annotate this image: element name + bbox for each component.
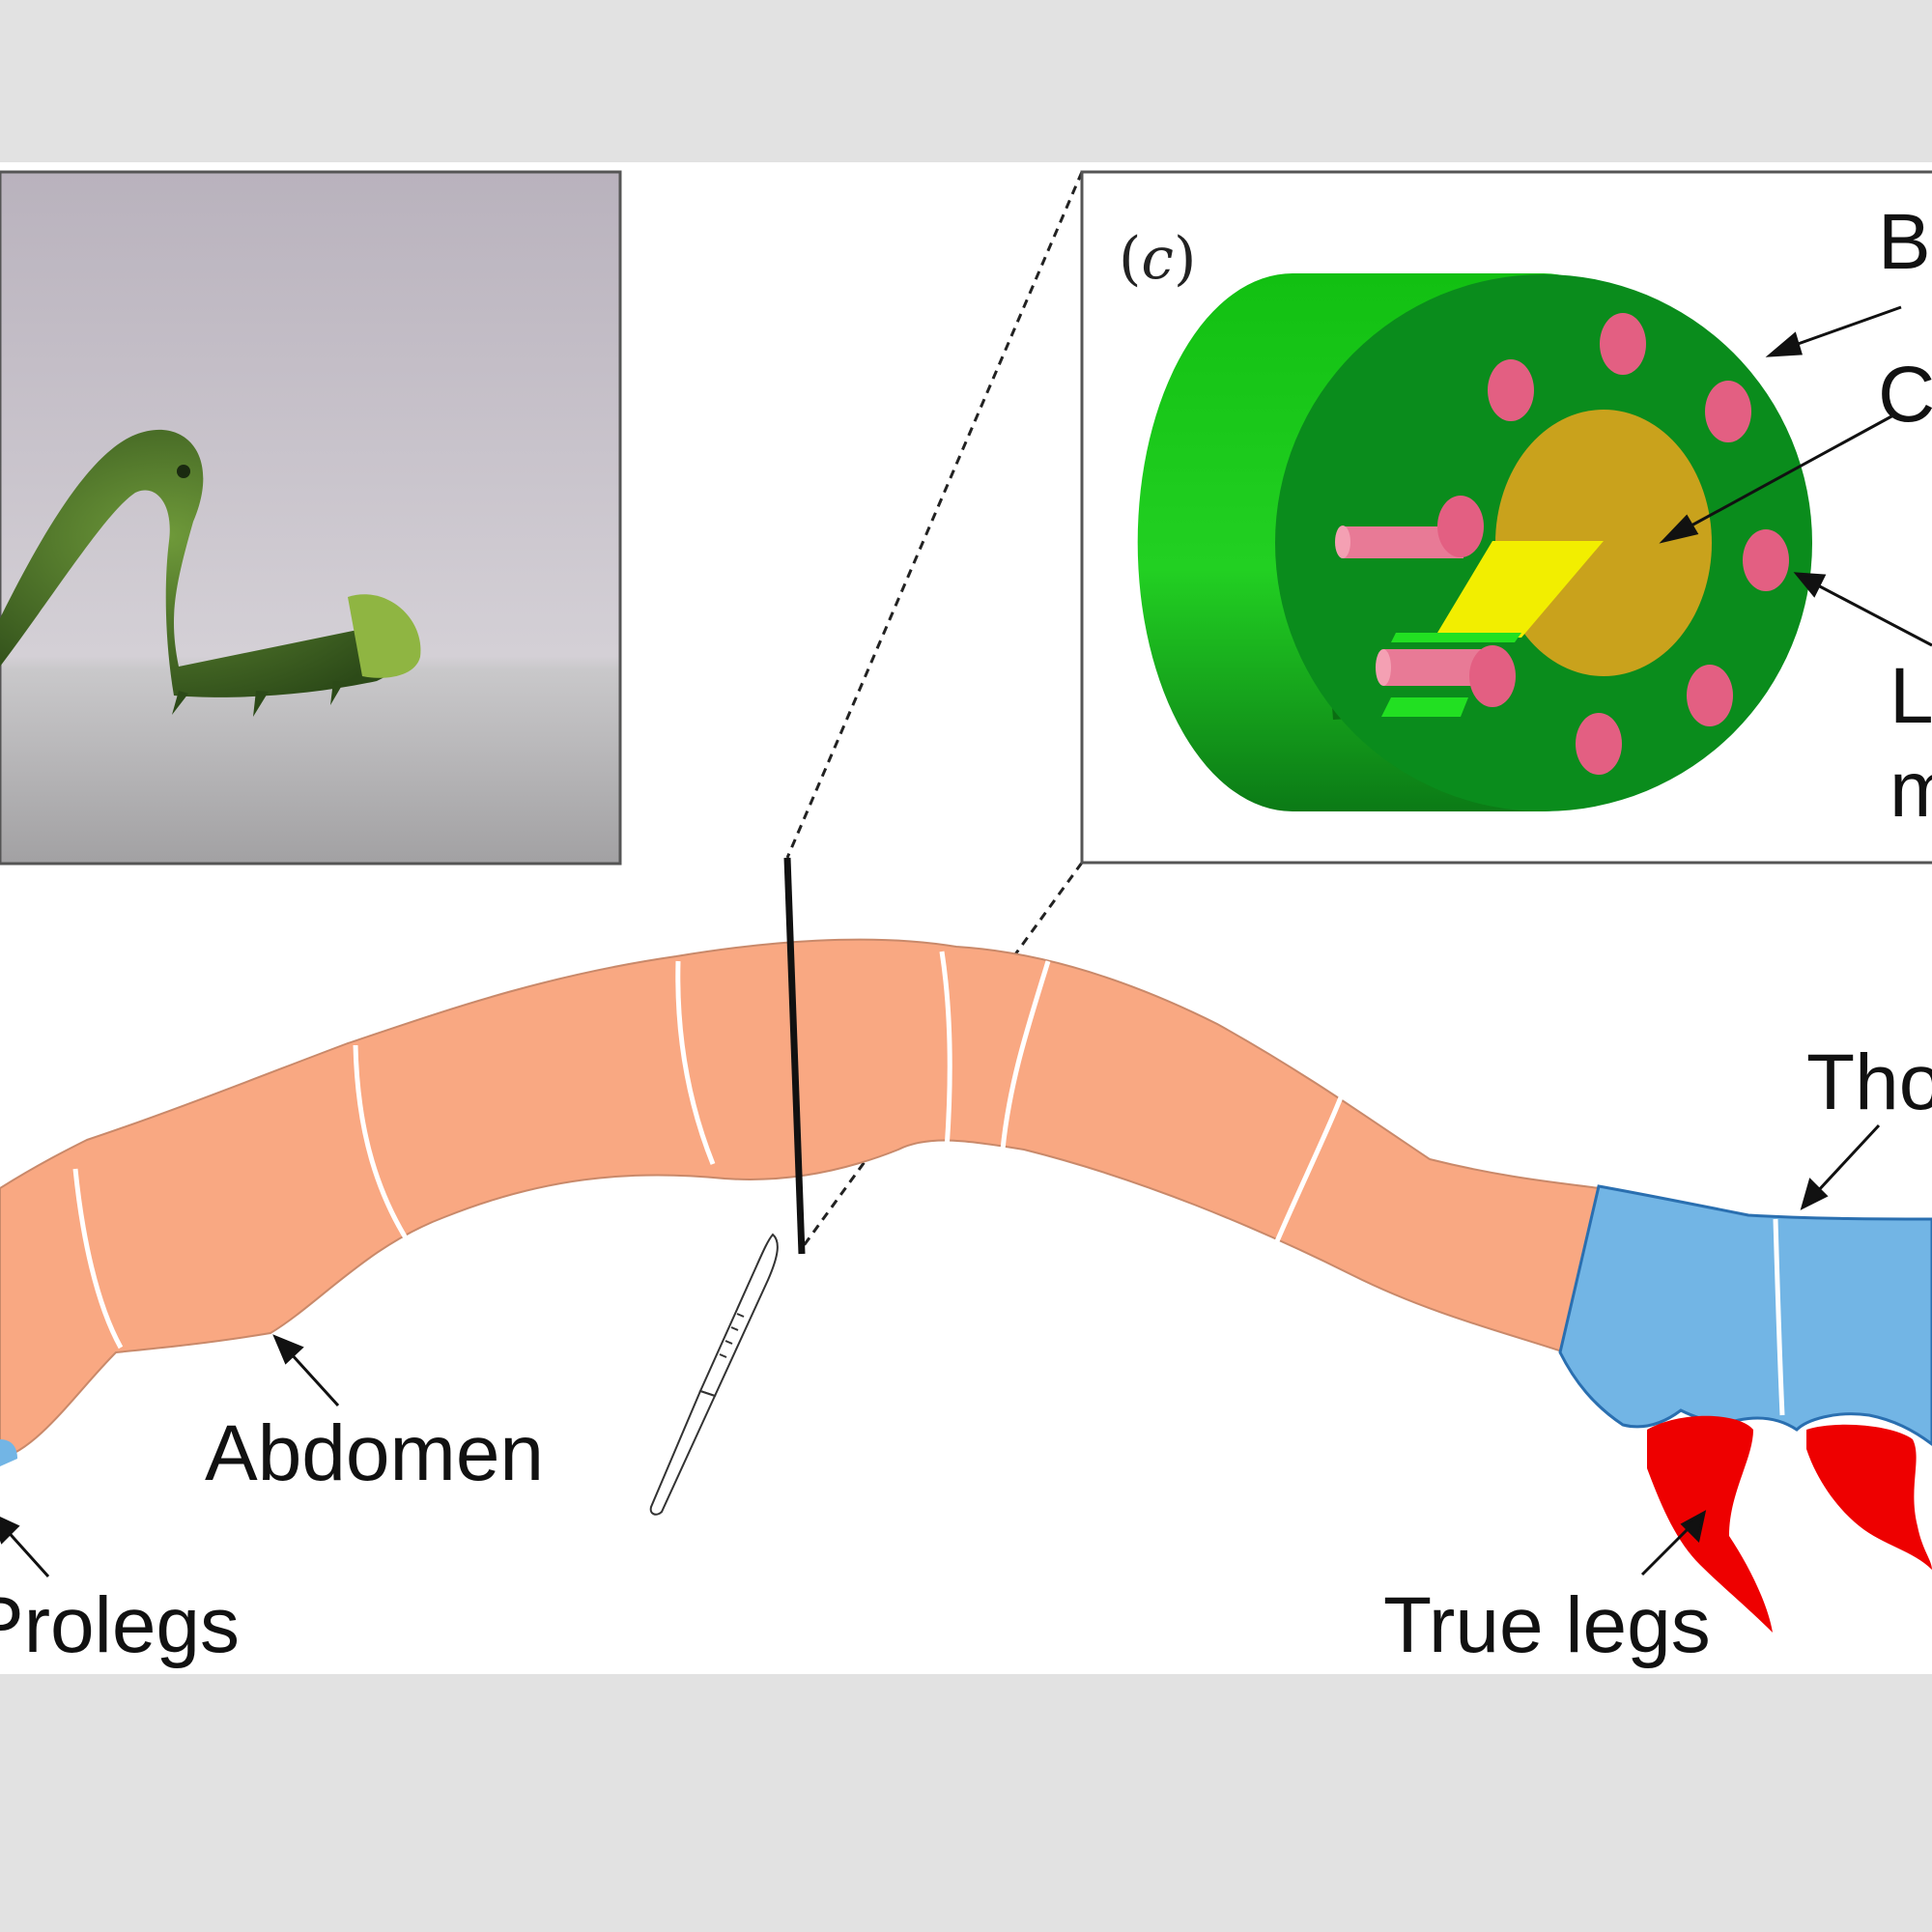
prolegs-label: Prolegs xyxy=(0,1581,240,1669)
longitudinal-muscle-label-2: m xyxy=(1889,746,1932,834)
caterpillar-photo xyxy=(0,170,622,866)
true-legs xyxy=(1647,1415,1932,1633)
abdomen xyxy=(0,938,1601,1461)
thorax xyxy=(1558,1184,1932,1446)
segment-lines xyxy=(72,951,1353,1350)
slice-edge-lower xyxy=(1381,697,1468,717)
panel-c-arrows xyxy=(1659,305,1932,647)
scalpel-icon xyxy=(649,1233,779,1516)
panel-c-label: (c) xyxy=(1119,225,1196,293)
thorax-segment-line xyxy=(1773,1218,1785,1416)
prolegs xyxy=(0,1439,17,1466)
abdomen-label: Abdomen xyxy=(205,1409,544,1497)
core-slice xyxy=(1435,541,1604,638)
thorax-label: Tho xyxy=(1806,1038,1932,1126)
core-label: Co xyxy=(1878,351,1932,439)
true-legs-label: True legs xyxy=(1383,1581,1711,1669)
muscle-rods xyxy=(1335,496,1516,707)
body-wall-label: Bo xyxy=(1878,198,1932,286)
longitudinal-muscle-label-1: Lo xyxy=(1889,652,1932,740)
caterpillar-body xyxy=(0,857,1932,1633)
panel-c: (c) xyxy=(1080,170,1932,865)
muscle-dots xyxy=(1488,313,1789,775)
section-cut-line xyxy=(783,857,806,1255)
core-disc xyxy=(1495,410,1712,676)
slice-edge xyxy=(1391,633,1521,642)
body-label-arrows xyxy=(0,1123,1881,1578)
